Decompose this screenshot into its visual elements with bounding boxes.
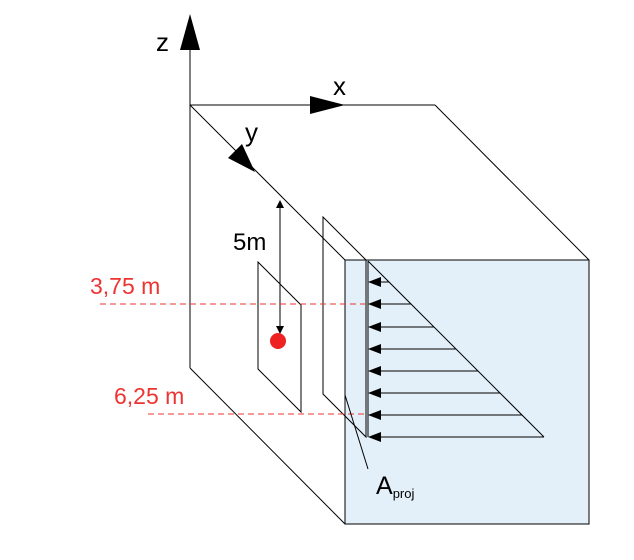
aproj-leader-line — [344, 394, 369, 470]
y-axis-arrow-icon — [228, 144, 255, 172]
pressure-arrows — [368, 277, 544, 442]
centroid-point — [270, 333, 286, 349]
pressure-arrow-head-icon — [368, 410, 381, 420]
aproj-label: Aproj — [376, 472, 414, 501]
bottom-left-edge — [189, 367, 346, 525]
top-right-edge — [434, 104, 590, 261]
pressure-arrow-head-icon — [368, 432, 381, 442]
pressure-arrow-head-icon — [368, 322, 381, 332]
top-left-edge — [189, 104, 346, 261]
submerged-plate — [257, 260, 302, 414]
projected-plate — [322, 215, 367, 439]
y-axis-label: y — [245, 117, 258, 147]
pressure-arrow-head-icon — [368, 388, 381, 398]
z-axis-arrow-icon — [180, 14, 200, 50]
aproj-label-main: A — [376, 472, 393, 500]
pressure-arrow-head-icon — [368, 344, 381, 354]
coordinate-axes: z x y — [156, 14, 346, 172]
level-label-bottom: 6,25 m — [114, 383, 184, 409]
x-axis-label: x — [333, 71, 346, 101]
level-lines — [100, 303, 365, 415]
aproj-label-sub: proj — [393, 486, 415, 501]
level-label-top: 3,75 m — [90, 273, 160, 299]
pressure-arrow-head-icon — [368, 277, 381, 287]
z-axis-label: z — [156, 27, 169, 57]
pressure-arrow-head-icon — [368, 366, 381, 376]
depth-label: 5m — [233, 229, 266, 256]
x-axis-arrow-icon — [310, 96, 345, 114]
pressure-arrow-head-icon — [368, 299, 381, 309]
